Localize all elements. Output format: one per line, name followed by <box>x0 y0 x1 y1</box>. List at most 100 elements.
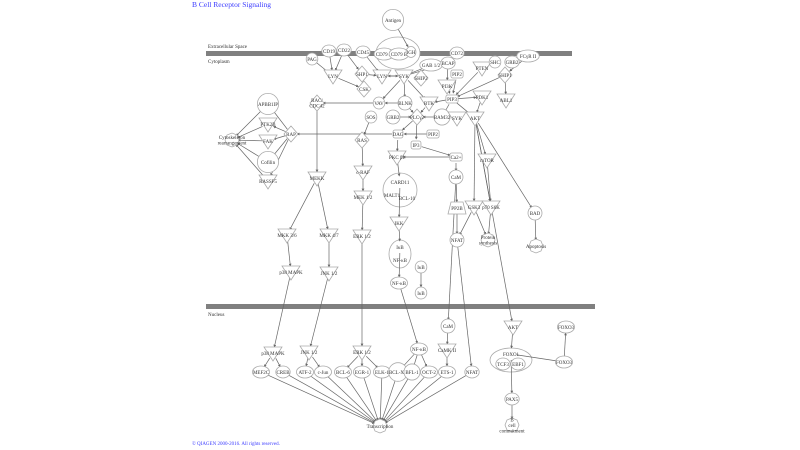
node-cam2[interactable]: CaM <box>440 318 456 334</box>
node-pten[interactable]: PTEN <box>472 61 492 77</box>
node-erk12b[interactable]: ERK 1/2 <box>352 345 372 361</box>
node-dag[interactable]: DAG <box>393 129 404 139</box>
node-card11[interactable]: CARD11 <box>391 181 410 186</box>
node-cd79a[interactable]: CD79 A <box>373 47 395 61</box>
node-transcription[interactable]: Transcription <box>367 418 394 434</box>
node-bfl1[interactable]: BFL-1 <box>403 363 421 381</box>
node-mek12[interactable]: MEK 1/2 <box>353 190 373 206</box>
node-ets1[interactable]: ETS-1 <box>438 365 456 379</box>
node-pip3[interactable]: PIP3 <box>445 94 459 104</box>
node-erk12a[interactable]: ERK 1/2 <box>352 229 372 245</box>
node-grb2b[interactable]: GRB2 <box>385 109 401 125</box>
node-p38a[interactable]: p38 MAPK <box>279 265 303 281</box>
node-ship2[interactable]: SHIP2 <box>413 69 429 87</box>
node-camk[interactable]: CaMK II <box>437 343 457 359</box>
node-jnk12b[interactable]: JNK 1/2 <box>299 345 319 361</box>
node-btk[interactable]: BTK <box>419 96 439 112</box>
node-cam1[interactable]: CaM <box>448 169 464 185</box>
node-ikb_nfkb[interactable]: IκB <box>396 246 404 251</box>
node-nfkb2[interactable]: NF-κB <box>390 276 408 290</box>
node-pip2b[interactable]: PIP2 <box>426 129 440 139</box>
node-akt2[interactable]: AKT <box>503 320 523 336</box>
node-nfkb_c[interactable]: NF-κB <box>393 259 408 264</box>
node-pkc[interactable]: PKC β1 <box>387 150 407 166</box>
node-pax5[interactable]: PAX5 <box>504 392 520 406</box>
node-pp2b[interactable]: PP2B <box>447 201 467 215</box>
node-cofilin[interactable]: Cofilin <box>256 150 280 174</box>
node-gab[interactable]: GAB 1/2 <box>419 58 443 72</box>
node-grb2a[interactable]: GRB2 <box>504 55 520 69</box>
node-akt[interactable]: AKT <box>465 111 485 127</box>
node-tcf3[interactable]: TCF3 <box>495 357 511 371</box>
node-antigen[interactable]: Antigen <box>381 8 405 32</box>
node-apbb1ip[interactable]: APBB1IP <box>256 92 280 116</box>
node-rac[interactable]: RAC/CDC42 <box>309 94 325 112</box>
node-gsk3[interactable]: GSK3 <box>464 200 484 216</box>
node-syk[interactable]: SYK <box>394 69 414 85</box>
node-cd72[interactable]: CD72 <box>449 46 465 60</box>
node-egr1[interactable]: EGR-1 <box>353 365 371 379</box>
node-abl1[interactable]: ABL1 <box>496 93 516 109</box>
node-foxo3b[interactable]: FOXO3 <box>555 355 573 369</box>
node-mkk36[interactable]: MKK 3/6 <box>277 228 297 244</box>
node-cd19[interactable]: CD19 <box>321 44 337 58</box>
pathway-title-link[interactable]: B Cell Receptor Signaling <box>192 0 271 9</box>
node-ikk[interactable]: IKK <box>389 216 409 232</box>
node-foxo3a[interactable]: FOXO3 <box>557 320 575 334</box>
node-pip2a[interactable]: PIP2 <box>450 69 464 79</box>
node-malt1[interactable]: MALT1 <box>384 194 401 199</box>
node-lyn2[interactable]: LYN <box>372 69 392 85</box>
node-pdk1[interactable]: PDK1 <box>472 90 492 106</box>
node-rap[interactable]: RAP <box>283 125 299 143</box>
node-craf[interactable]: c-RAF <box>353 165 373 181</box>
node-foxo1[interactable]: FOXO1 <box>503 353 520 358</box>
node-mtor[interactable]: mTOR <box>477 153 497 169</box>
node-ras[interactable]: RAS <box>354 131 370 149</box>
node-fak[interactable]: FAK <box>258 134 278 150</box>
node-csk[interactable]: CSK <box>356 80 372 98</box>
node-jnk12a[interactable]: JNK 1/2 <box>319 266 339 282</box>
node-mkk[interactable]: MEKK <box>307 171 327 187</box>
node-bcl10[interactable]: BCL-10 <box>399 197 416 202</box>
node-bam32[interactable]: BAM32 <box>433 108 451 126</box>
node-shp1[interactable]: SHP1 <box>354 65 370 83</box>
node-bcap[interactable]: BCAP <box>440 56 456 70</box>
node-cd22[interactable]: CD22 <box>336 43 352 57</box>
node-mkk47[interactable]: MKK 4/7 <box>319 228 339 244</box>
node-nfat1[interactable]: NFAT <box>449 232 465 248</box>
node-cjun[interactable]: c-Jun <box>314 365 332 379</box>
node-oct2[interactable]: OCT-2 <box>420 365 438 379</box>
node-ptk2b[interactable]: PTK2B <box>258 117 278 133</box>
node-p70[interactable]: p70 S6K <box>481 200 501 216</box>
node-plcg2[interactable]: PLCγ2 <box>409 108 425 126</box>
node-creb[interactable]: CREB <box>275 365 291 379</box>
node-syk2[interactable]: SYK <box>447 111 467 127</box>
node-pag[interactable]: PAG <box>305 52 319 66</box>
node-lyn1[interactable]: LYN <box>323 69 343 85</box>
node-bad[interactable]: BAD <box>527 205 543 221</box>
node-fcgr2b[interactable]: FCγR II <box>516 49 540 63</box>
node-shc[interactable]: SHC <box>488 55 502 69</box>
node-p38b[interactable]: p38 MAPK <box>261 346 285 362</box>
node-ebf1[interactable]: EBF1 <box>510 357 526 371</box>
node-mef2c[interactable]: MEF2C <box>252 365 270 379</box>
node-sos[interactable]: SOS <box>364 110 378 124</box>
node-ship1[interactable]: SHIP1 <box>497 66 513 84</box>
node-ip3[interactable]: IP3 <box>410 140 422 150</box>
node-nfat2[interactable]: NFAT <box>464 365 480 379</box>
node-igh[interactable]: IGH <box>405 46 417 58</box>
node-elk1[interactable]: ELK-1 <box>373 365 391 379</box>
node-rassf5[interactable]: RASSF5 <box>258 174 278 190</box>
node-nfkb3[interactable]: NF-κB <box>410 342 428 356</box>
node-atf2[interactable]: ATF-2 <box>296 365 314 379</box>
node-cd45[interactable]: CD45 <box>355 45 371 59</box>
node-vav[interactable]: VAV <box>372 96 386 110</box>
node-ikb2[interactable]: IκB <box>414 260 428 274</box>
node-pi3k[interactable]: PI3K <box>437 79 457 95</box>
node-ca[interactable]: Ca2+ <box>449 152 463 162</box>
node-ikb3[interactable]: IκB <box>414 286 428 300</box>
node-apoptosis[interactable]: Apoptosis <box>526 238 546 254</box>
